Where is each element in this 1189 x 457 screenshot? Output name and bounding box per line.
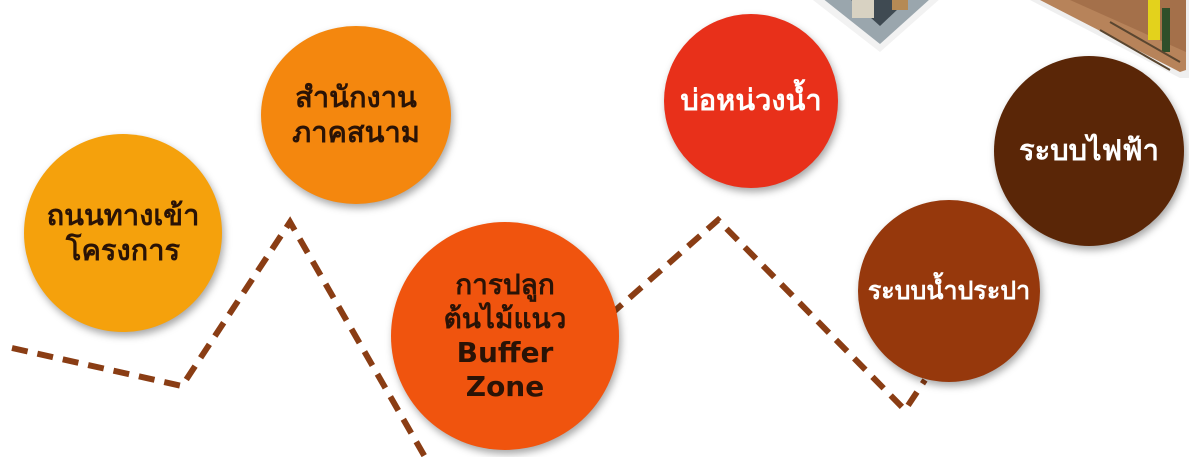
- construction-photo-right: [1030, 0, 1189, 80]
- node-buffer-zone-label: การปลูก ต้นไม้แนว Buffer Zone: [443, 267, 567, 404]
- node-entrance-road: ถนนทางเข้า โครงการ: [24, 134, 222, 332]
- zigzag-dashed-line: [11, 216, 428, 457]
- node-water-supply-label: ระบบน้ำประปา: [867, 275, 1031, 305]
- node-field-office-label: สำนักงาน ภาคสนาม: [292, 79, 420, 149]
- node-retention-pond-label: บ่อหน่วงน้ำ: [680, 83, 822, 118]
- node-field-office: สำนักงาน ภาคสนาม: [261, 26, 451, 204]
- node-entrance-road-label: ถนนทางเข้า โครงการ: [46, 197, 200, 267]
- zigzag-dashed-line-right: [608, 215, 928, 415]
- construction-photo-left: [800, 0, 960, 62]
- node-buffer-zone-planting: การปลูก ต้นไม้แนว Buffer Zone: [391, 222, 619, 450]
- node-electrical-label: ระบบไฟฟ้า: [1019, 133, 1159, 168]
- node-water-supply-system: ระบบน้ำประปา: [858, 200, 1040, 382]
- node-retention-pond: บ่อหน่วงน้ำ: [664, 14, 838, 188]
- node-electrical-system: ระบบไฟฟ้า: [994, 56, 1184, 246]
